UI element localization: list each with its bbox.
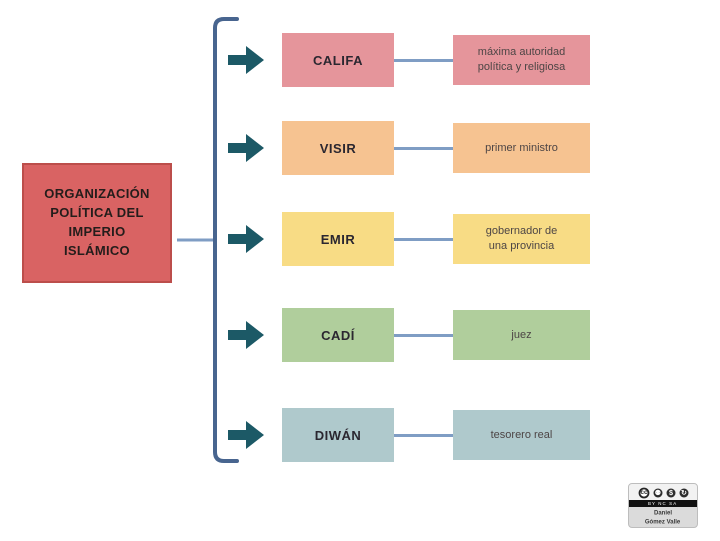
row-emir: EMIR gobernador de una provincia	[228, 212, 590, 266]
term-desc-connector	[394, 237, 453, 241]
row-diwan: DIWÁN tesorero real	[228, 408, 590, 462]
term-label: CALIFA	[313, 52, 363, 68]
term-box-diwan: DIWÁN	[282, 408, 394, 462]
term-desc-connector	[394, 433, 453, 437]
row-califa: CALIFA máxima autoridad política y relig…	[228, 33, 590, 87]
arrow-right-icon	[228, 225, 264, 253]
cc-icon: cc	[638, 487, 649, 498]
term-box-cadi: CADÍ	[282, 308, 394, 362]
description-box-visir: primer ministro	[453, 123, 590, 173]
term-desc-connector	[394, 333, 453, 337]
cc-license-bar: BY NC SA	[629, 500, 697, 507]
nc-icon: $	[666, 488, 675, 497]
cc-license-bar-text: BY NC SA	[648, 501, 678, 506]
arrow-right-icon	[228, 321, 264, 349]
term-box-visir: VISIR	[282, 121, 394, 175]
description-box-emir: gobernador de una provincia	[453, 214, 590, 264]
cc-license-badge: cc ⚉ $ ↻ BY NC SA Daniel Gómez Valle	[628, 483, 698, 528]
term-box-emir: EMIR	[282, 212, 394, 266]
term-label: VISIR	[319, 140, 357, 156]
row-cadi: CADÍ juez	[228, 308, 590, 362]
arrow-right-icon	[228, 46, 264, 74]
term-label: EMIR	[320, 231, 356, 247]
description-text: primer ministro	[485, 141, 558, 154]
arrow-right-icon	[228, 134, 264, 162]
sa-icon: ↻	[679, 488, 688, 497]
term-label: DIWÁN	[314, 427, 362, 443]
cc-license-icons: cc ⚉ $ ↻	[629, 484, 697, 500]
author-first-name: Daniel	[653, 508, 672, 516]
by-icon: ⚉	[653, 488, 662, 497]
description-text: juez	[511, 328, 532, 341]
description-text: tesorero real	[490, 428, 553, 441]
main-title-box: ORGANIZACIÓN POLÍTICA DEL IMPERIO ISLÁMI…	[22, 163, 172, 283]
description-box-diwan: tesorero real	[453, 410, 590, 460]
term-desc-connector	[394, 58, 453, 62]
term-label: CADÍ	[321, 327, 355, 343]
main-title-text: ORGANIZACIÓN POLÍTICA DEL IMPERIO ISLÁMI…	[44, 186, 150, 258]
description-text: gobernador de una provincia	[485, 225, 558, 252]
term-box-califa: CALIFA	[282, 33, 394, 87]
term-desc-connector	[394, 146, 453, 150]
description-box-califa: máxima autoridad política y religiosa	[453, 35, 590, 85]
arrow-right-icon	[228, 421, 264, 449]
author-last-name: Gómez Valle	[645, 518, 681, 525]
description-box-cadi: juez	[453, 310, 590, 360]
row-visir: VISIR primer ministro	[228, 121, 590, 175]
author-credit: Daniel Gómez Valle	[629, 507, 697, 527]
description-text: máxima autoridad política y religiosa	[477, 46, 566, 73]
